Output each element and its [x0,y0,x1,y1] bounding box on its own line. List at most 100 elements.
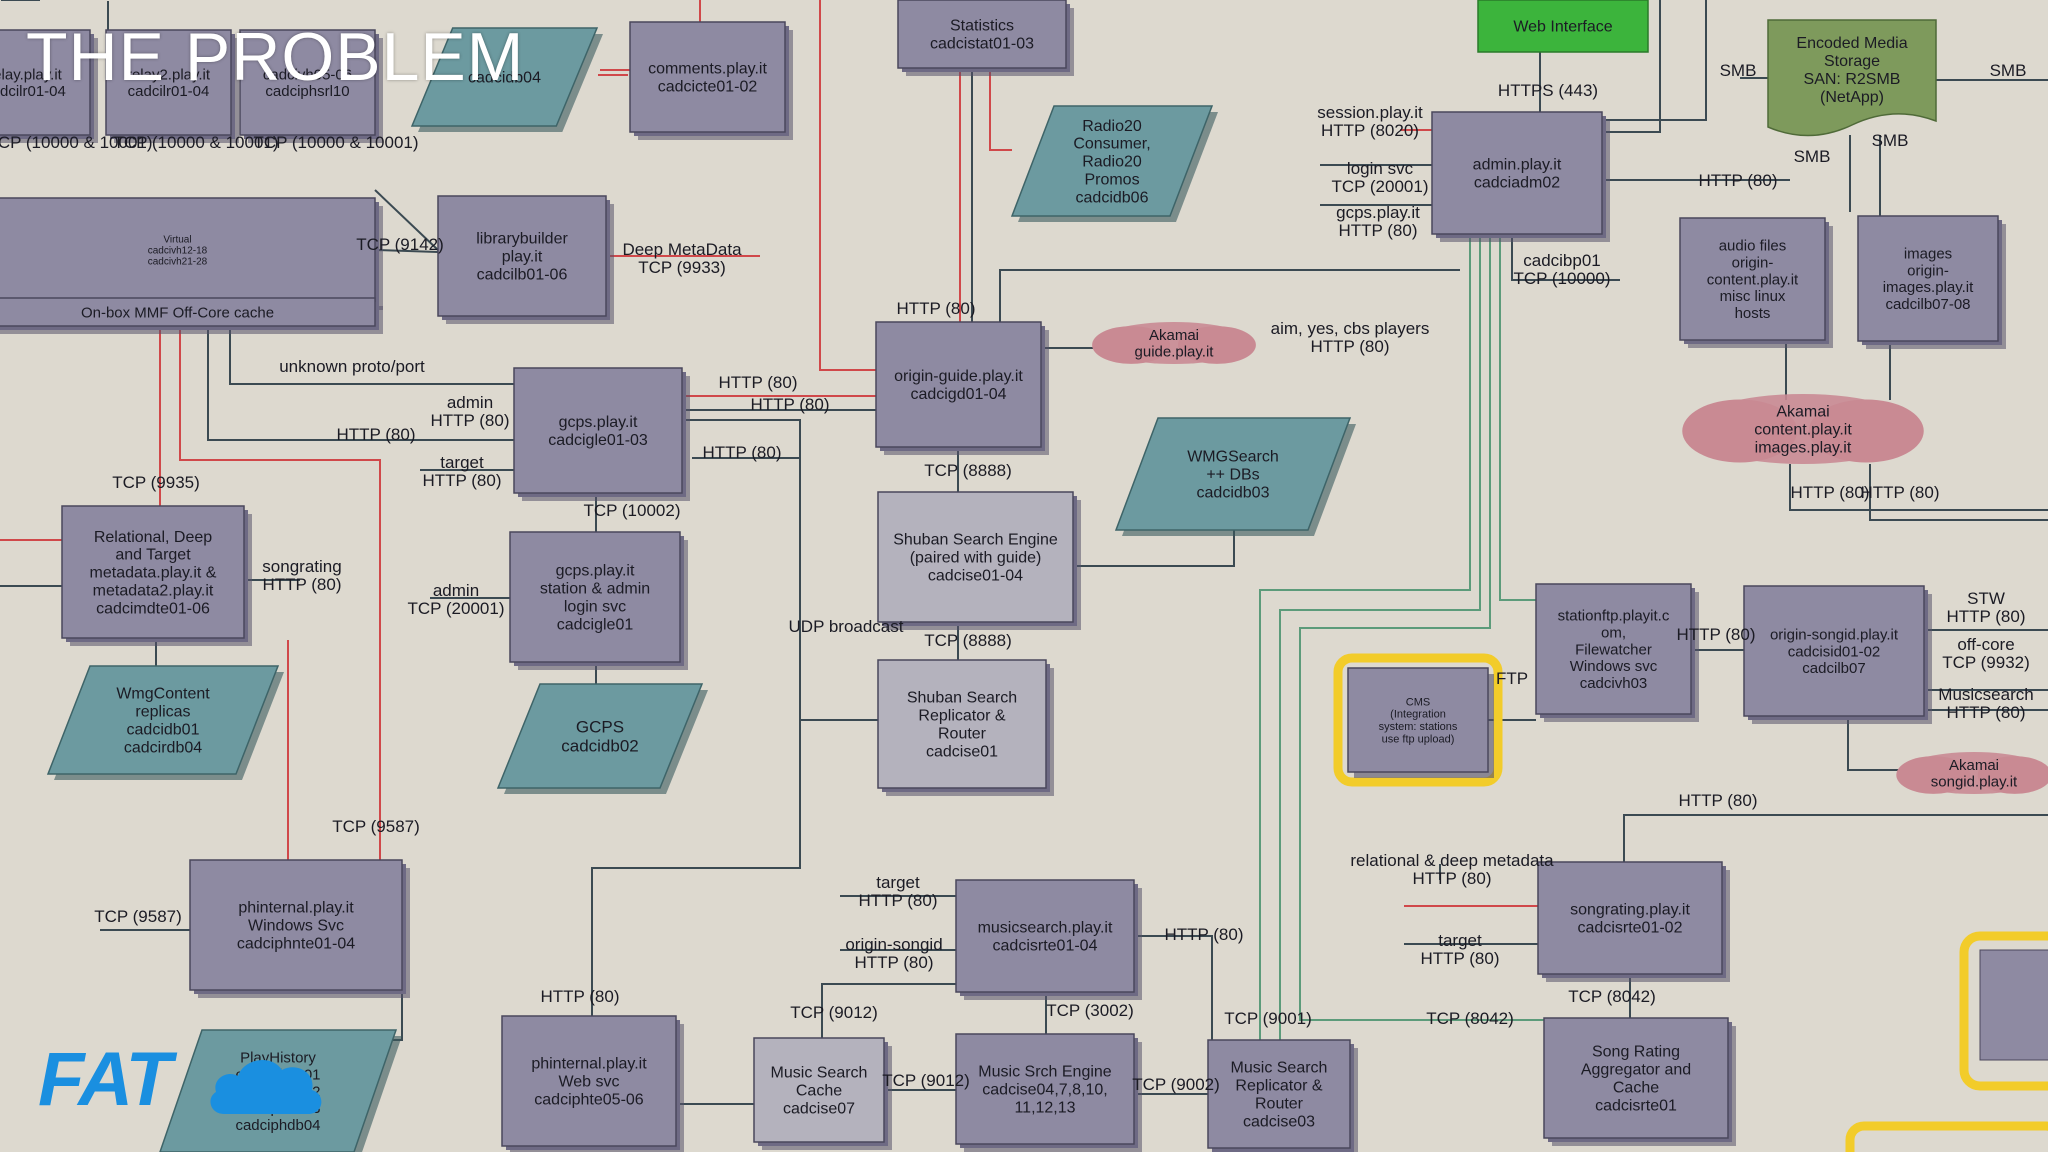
node-label-line: Storage [1824,53,1880,70]
node-label-line: system: stations [1379,721,1458,733]
connector-line [1279,234,1481,1040]
edge-label: TCP (10000 & 10001) [0,133,153,152]
node-label-line: origin-songid.play.it [1770,626,1899,643]
connector-line [692,457,878,721]
edge-label: TCP (8888) [924,461,1012,480]
connector-line [207,326,514,441]
node-label-line: and Target [115,547,191,564]
node-label-line: hosts [1735,305,1771,322]
node-label-line: librarybuilder [476,231,568,248]
connector-line [1847,716,1900,771]
node-label-line: Akamai [1949,757,1999,774]
node-label-line: Cache [1613,1080,1659,1097]
node-label-line: content.play.it [1754,422,1852,439]
node-label-line: cadcilb07-08 [1885,296,1970,313]
connector-line [375,249,439,253]
node-label-line: cadcise04,7,8,10, [982,1082,1107,1099]
edge-label: HTTP (80) [1698,171,1777,190]
node-label-line: cadcidb01 [127,722,200,739]
node-label-line: cadcidb04 [468,70,541,87]
edge-label: SMB [1990,61,2027,80]
edge-label: FTP [1496,669,1528,688]
node-label-line: Music Search [1231,1060,1328,1077]
edge-label: SMB [1720,61,1757,80]
node-label-line: cadciphsrl10 [265,83,349,100]
node-label-line: cadcigd01-04 [910,386,1006,403]
node-label-line: cadcigle01-03 [548,432,648,449]
node-label-line: cadcise03 [1243,1113,1315,1130]
edge-label: TCP (9012) [882,1071,970,1090]
node-label-line: cadcimdte01-06 [96,600,210,617]
node-label-line: Music Search [771,1065,868,1082]
node-label-line: cadcisrte01-04 [993,938,1098,955]
node-green: Web Interface [1477,0,1649,53]
node-label-line: Statistics [950,18,1014,35]
edge-label: TCP (9587) [332,817,420,836]
edge-label: TCP (10000 & 10001) [253,133,418,152]
node-label-line: Virtual [163,234,191,245]
highlight-frame [1845,1121,2048,1152]
node-label-line: phinternal.play.it [238,900,354,917]
node-label-line: Akamai [1776,404,1829,421]
connector-line [591,419,801,1016]
node-label-line: misc linux [1720,288,1786,305]
edge-label: SMB [1794,147,1831,166]
node-label-line: images.play.it [1755,440,1852,457]
node-label-line: use ftp upload) [1382,733,1455,745]
node-label-line: Shuban Search Engine [893,532,1058,549]
node-label-line: Song Rating [1592,1044,1680,1061]
edge-label: HTTP (80) [702,443,781,462]
connector-line [999,269,1460,322]
node-label-line: Windows Svc [248,918,344,935]
node-label-line: Music Srch Engine [978,1064,1111,1081]
node-label-line: om, [1601,624,1626,641]
node-label-line: Relational, Deep [94,529,212,546]
node-label-line: login svc [564,599,626,616]
node-label-line: Replicator & [1235,1078,1322,1095]
connector-line [229,326,514,385]
node-label-line: comments.play.it [648,61,767,78]
node-box: Music Srch Enginecadcise04,7,8,10,11,12,… [955,1033,1142,1152]
node-label-line: cadcivh05-06 [263,66,352,83]
connector-line [1259,234,1471,1040]
cloud-icon [210,1059,322,1114]
node-label-line: cadciphte05-06 [534,1092,644,1109]
connector-line [819,0,876,371]
edge-label: HTTP (80) [336,425,415,444]
node-label-line: cadcirdb04 [124,739,202,756]
edge-label: TCP (8042) [1426,1009,1514,1028]
node-label-line: cadcilb07 [1802,660,1865,677]
node-label-line: metadata.play.it & [90,565,217,582]
node-label-line: images [1904,246,1952,263]
node-label-line: Web Interface [1513,19,1612,36]
edge-label: unknown proto/port [279,357,425,376]
node-label-line: Encoded Media [1796,35,1907,52]
node-label-line: ++ DBs [1206,467,1259,484]
node-label-line: play.it [502,249,543,266]
node-label-line: relay.play.it [0,66,63,83]
node-para: cadcidb04 [410,27,603,132]
node-label-line: content.play.it [1707,271,1799,288]
connector-line [821,983,956,1038]
node-label-line: Akamai [1149,327,1199,344]
edge-label: TCP (9587) [94,907,182,926]
connector-line [1499,234,1536,601]
